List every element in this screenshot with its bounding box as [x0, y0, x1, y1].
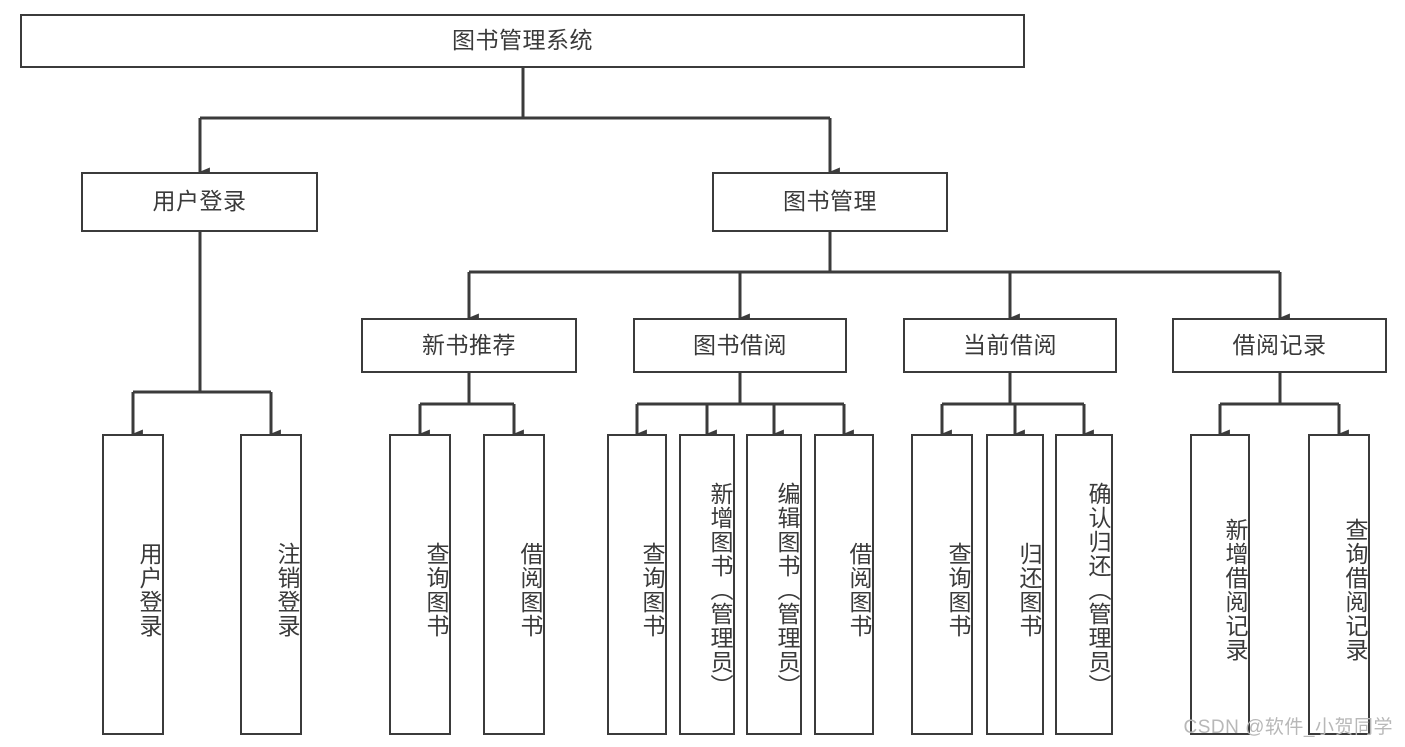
node-borrow-record[interactable]: 借阅记录	[1172, 318, 1387, 373]
node-root[interactable]: 图书管理系统	[20, 14, 1025, 68]
node-label: 新书推荐	[422, 331, 516, 358]
node-label: 编辑图书（管理员）	[774, 481, 800, 698]
csdn-watermark: CSDN @软件_小贺同学	[1183, 717, 1393, 738]
node-leaf-borrow-book-1[interactable]: 借阅图书	[483, 434, 545, 735]
node-label: 当前借阅	[963, 331, 1057, 358]
node-user-login[interactable]: 用户登录	[81, 172, 318, 232]
node-leaf-user-login[interactable]: 用户登录	[102, 434, 164, 735]
node-leaf-add-record[interactable]: 新增借阅记录	[1190, 434, 1250, 735]
node-label: 用户登录	[136, 541, 162, 638]
node-label: 用户登录	[152, 188, 247, 215]
node-label: 图书管理系统	[452, 27, 593, 54]
node-leaf-logout[interactable]: 注销登录	[240, 434, 302, 735]
node-leaf-edit-book[interactable]: 编辑图书（管理员）	[746, 434, 802, 735]
node-label: 查询图书	[639, 541, 665, 638]
node-leaf-query-book-3[interactable]: 查询图书	[911, 434, 973, 735]
node-leaf-query-book-2[interactable]: 查询图书	[607, 434, 667, 735]
node-leaf-borrow-book-2[interactable]: 借阅图书	[814, 434, 874, 735]
node-label: 新增图书（管理员）	[707, 481, 733, 698]
node-label: 新增借阅记录	[1222, 517, 1248, 662]
node-label: 借阅图书	[846, 541, 872, 638]
node-leaf-query-record[interactable]: 查询借阅记录	[1308, 434, 1370, 735]
node-label: 查询图书	[423, 541, 449, 638]
node-leaf-confirm-return[interactable]: 确认归还（管理员）	[1055, 434, 1113, 735]
node-book-manage[interactable]: 图书管理	[712, 172, 948, 232]
node-new-book-rec[interactable]: 新书推荐	[361, 318, 577, 373]
node-label: 归还图书	[1016, 541, 1042, 638]
node-leaf-query-book-1[interactable]: 查询图书	[389, 434, 451, 735]
node-label: 借阅图书	[517, 541, 543, 638]
node-label: 借阅记录	[1232, 331, 1327, 358]
node-leaf-add-book[interactable]: 新增图书（管理员）	[679, 434, 735, 735]
node-label: 图书管理	[783, 188, 877, 215]
node-label: 确认归还（管理员）	[1085, 481, 1111, 698]
node-label: 查询借阅记录	[1342, 517, 1368, 662]
node-book-borrow[interactable]: 图书借阅	[633, 318, 847, 373]
node-label: 图书借阅	[693, 331, 787, 358]
node-label: 查询图书	[945, 541, 971, 638]
node-leaf-return-book[interactable]: 归还图书	[986, 434, 1044, 735]
node-label: 注销登录	[274, 541, 300, 638]
node-current-borrow[interactable]: 当前借阅	[903, 318, 1117, 373]
